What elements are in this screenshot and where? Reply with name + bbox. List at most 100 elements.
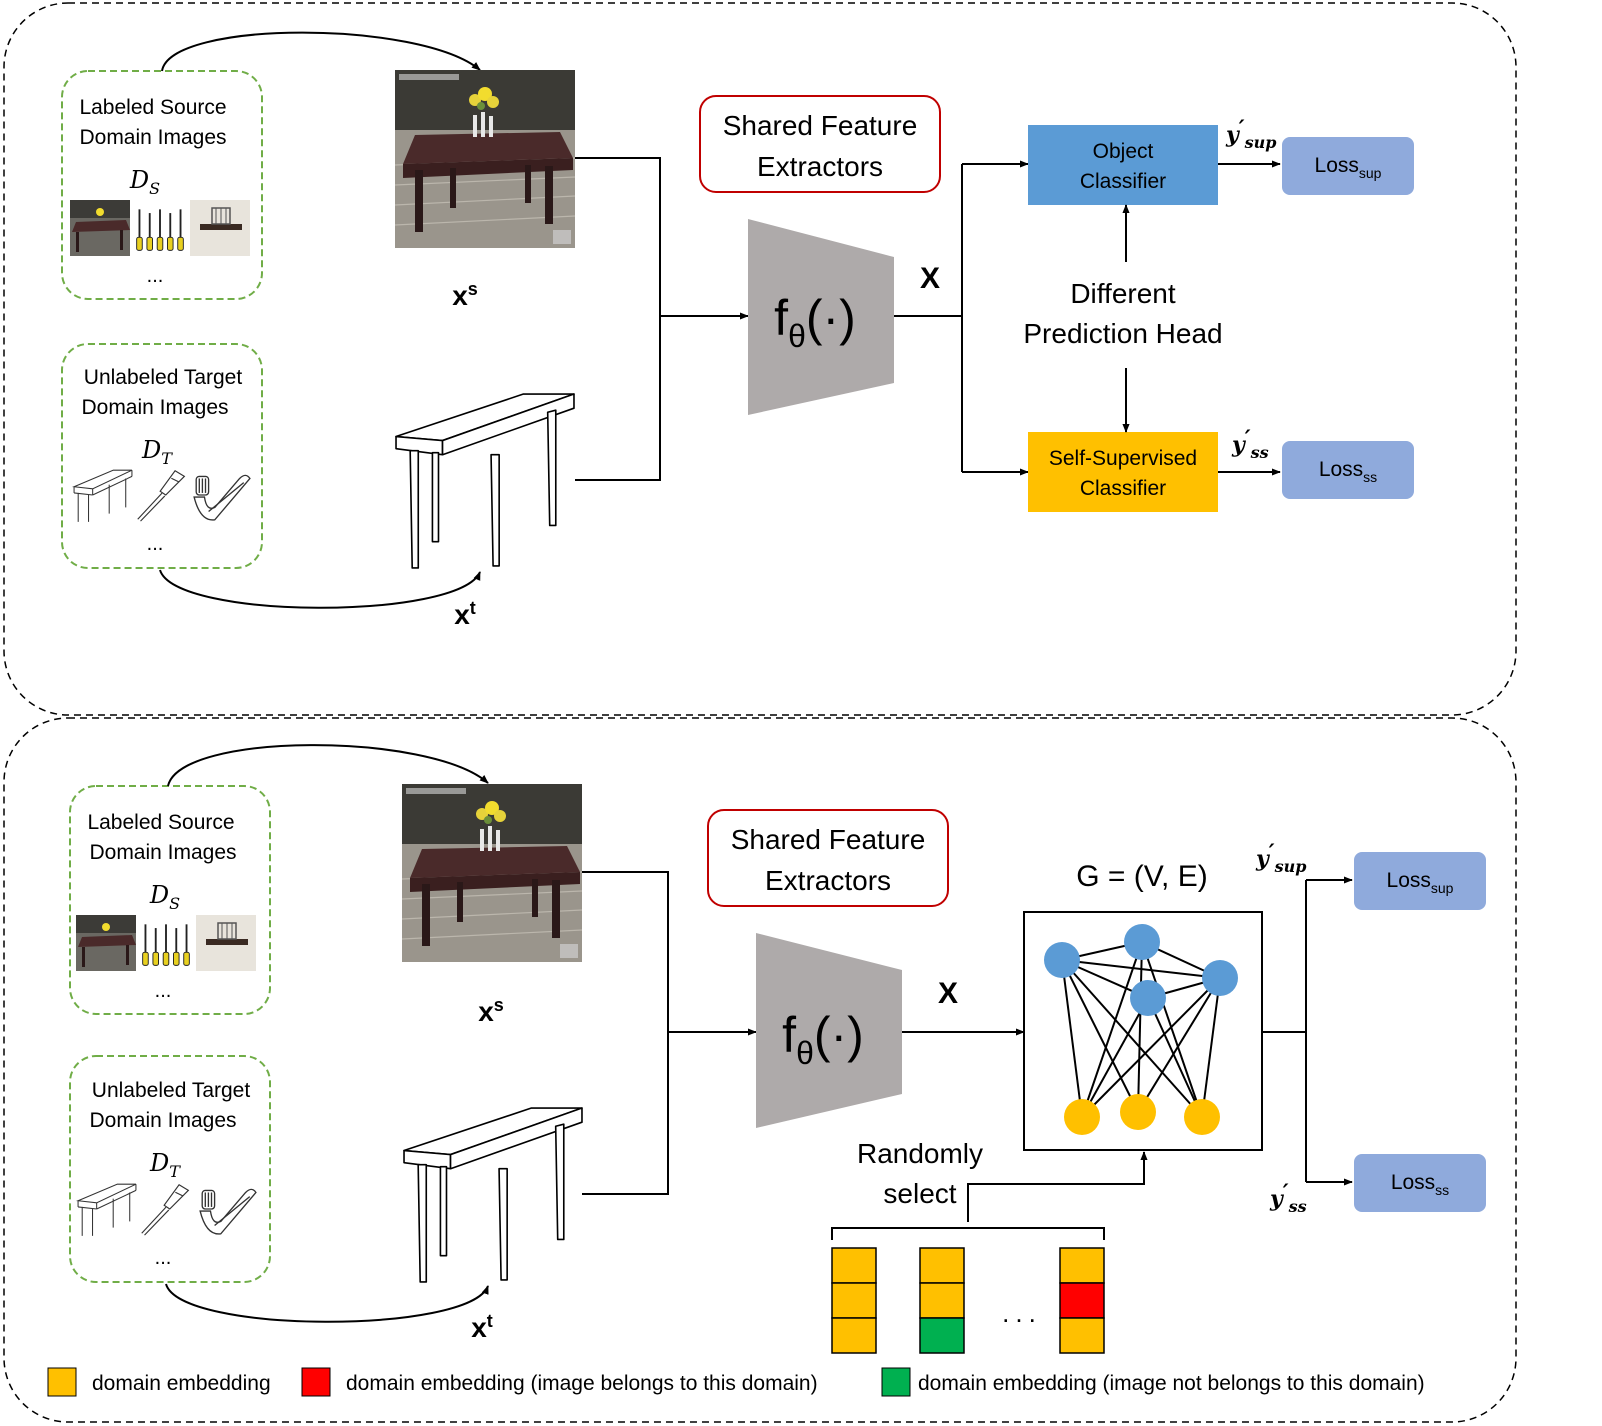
source-table-photo (395, 70, 575, 248)
graph-node-yellow (1120, 1094, 1156, 1130)
source-box-title-line1-bottom: Labeled Source (87, 811, 234, 834)
target-table-sketch-bottom (403, 1107, 583, 1283)
graph-label: G = (V, E) (1076, 860, 1207, 893)
thumb-table-photo (70, 200, 130, 256)
xt-label-bottom: xt (471, 1311, 493, 1343)
embedding-column-1 (831, 1247, 877, 1354)
ss-classifier-line1: Self-Supervised (1049, 447, 1197, 470)
curve-arrow-target-bottom (165, 1283, 489, 1323)
loss-ss-box-bottom (1354, 1154, 1486, 1212)
shared-feature-line1-bottom: Shared Feature (731, 824, 926, 855)
thumb-sketch-table (73, 469, 133, 523)
extractor-label-bottom: fθ(·) (782, 1007, 864, 1071)
loss-ss-label: Lossss (1319, 458, 1377, 485)
source-domain-box: Labeled Source Domain Images DS ... (61, 70, 263, 300)
top-panel-border (3, 2, 1517, 716)
thumb-screwdrivers-photo (132, 200, 188, 256)
y-ss-label-bottom: y′ss (1269, 1180, 1307, 1216)
source-dataset-symbol-bottom: DS (149, 881, 180, 913)
target-box-title-line1-bottom: Unlabeled Target (92, 1079, 251, 1102)
target-table-sketch (395, 393, 575, 569)
thumb-shelf-photo-bottom (196, 915, 256, 971)
thumb-sketch-table-bottom (77, 1183, 137, 1237)
object-classifier-box (1028, 125, 1218, 205)
thumb-sketch-tool-bottom (199, 1188, 257, 1235)
thumb-screwdrivers-photo-bottom (138, 915, 194, 971)
thumb-sketch-screwdriver (137, 470, 186, 522)
target-ellipsis-bottom: ... (155, 1247, 172, 1269)
feature-x-label-bottom: X (938, 977, 958, 1010)
loss-sup-label-bottom: Losssup (1387, 869, 1454, 896)
top-panel: Labeled Source Domain Images DS ... Unla… (3, 2, 1517, 716)
feature-extractor (748, 219, 894, 415)
thumb-sketch-tool (193, 474, 251, 521)
legend-swatch-yellow (47, 1367, 77, 1397)
graph-node-blue (1130, 980, 1166, 1016)
loss-sup-box-bottom (1354, 852, 1486, 910)
graph-node-blue (1124, 924, 1160, 960)
ss-classifier-line2: Classifier (1080, 477, 1166, 500)
arrow-select-to-graph (967, 1151, 1148, 1222)
shared-feature-box (699, 95, 941, 193)
prediction-head-line2: Prediction Head (1023, 318, 1222, 349)
xs-label: xs (452, 279, 478, 311)
shared-feature-line1: Shared Feature (723, 110, 918, 141)
legend: domain embedding domain embedding (image… (47, 1367, 1425, 1397)
legend-swatch-red (301, 1367, 331, 1397)
source-dataset-symbol: DS (129, 166, 160, 198)
source-ellipsis-bottom: ... (155, 980, 172, 1002)
source-domain-box-bottom: Labeled Source Domain Images DS ... (69, 785, 271, 1015)
shared-feature-line2: Extractors (757, 151, 883, 182)
source-ellipsis: ... (147, 265, 164, 287)
curve-arrow-source-bottom (167, 744, 489, 787)
xs-label-bottom: xs (478, 995, 504, 1027)
loss-ss-label-bottom: Lossss (1391, 1171, 1449, 1198)
legend-label-red: domain embedding (image belongs to this … (346, 1372, 818, 1395)
target-box-title-line2: Domain Images (81, 396, 228, 419)
loss-sup-label: Losssup (1315, 154, 1382, 181)
target-dataset-symbol-bottom: DT (149, 1149, 181, 1181)
graph-nodes (1044, 924, 1238, 1135)
extractor-label: fθ(·) (774, 290, 856, 354)
graph-node-blue (1202, 960, 1238, 996)
embedding-column-2 (919, 1247, 965, 1354)
bottom-panel: Labeled Source Domain Images DS ... Unla… (3, 717, 1517, 1423)
target-domain-box-bottom: Unlabeled Target Domain Images DT ... (69, 1055, 271, 1283)
curve-arrow-target (159, 569, 481, 609)
source-box-title-line2-bottom: Domain Images (89, 841, 236, 864)
y-sup-label: y′sup (1225, 116, 1276, 152)
object-classifier-line1: Object (1093, 140, 1154, 163)
prediction-head-line1: Different (1070, 278, 1176, 309)
embedding-ellipsis: ... (1002, 1298, 1042, 1328)
target-box-title-line2-bottom: Domain Images (89, 1109, 236, 1132)
legend-label-yellow: domain embedding (92, 1372, 271, 1395)
loss-sup-box (1282, 137, 1414, 195)
graph-node-blue (1044, 942, 1080, 978)
target-box-title-line1: Unlabeled Target (84, 366, 243, 389)
graph-node-yellow (1184, 1099, 1220, 1135)
target-domain-box: Unlabeled Target Domain Images DT ... (61, 343, 263, 569)
legend-label-green: domain embedding (image not belongs to t… (918, 1372, 1425, 1395)
thumb-sketch-screwdriver-bottom (141, 1184, 190, 1236)
target-dataset-symbol: DT (141, 436, 173, 468)
feature-extractor-bottom (756, 933, 902, 1128)
connector-target-image-bottom (582, 1032, 669, 1195)
random-select-line1: Randomly (857, 1138, 983, 1169)
xt-label: xt (454, 598, 476, 630)
y-sup-label-bottom: y′sup (1255, 840, 1306, 876)
connector-target-image (575, 316, 661, 481)
curve-arrow-source (161, 31, 481, 72)
ss-classifier-box (1028, 432, 1218, 512)
source-box-title-line2: Domain Images (79, 126, 226, 149)
embedding-column-3 (1059, 1247, 1105, 1354)
legend-swatch-green (881, 1367, 911, 1397)
connector-source-image (575, 157, 661, 316)
feature-x-label: X (920, 262, 940, 295)
shared-feature-line2-bottom: Extractors (765, 865, 891, 896)
random-select-line2: select (883, 1178, 956, 1209)
graph-node-yellow (1064, 1099, 1100, 1135)
source-box-title-line1: Labeled Source (79, 96, 226, 119)
thumb-shelf-photo (190, 200, 250, 256)
y-ss-label: y′ss (1231, 426, 1269, 462)
